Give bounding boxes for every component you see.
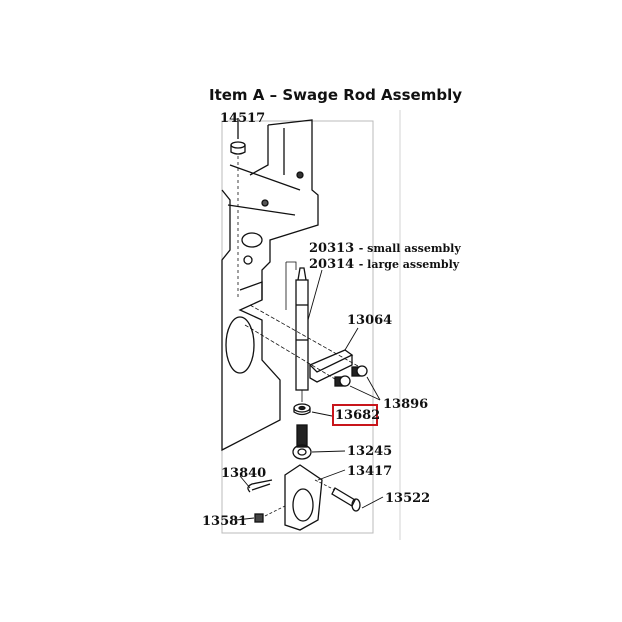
part-label-13417: 13417 — [347, 464, 393, 479]
part-13064-plate — [308, 327, 359, 383]
part-number: 20313 — [309, 241, 355, 256]
part-desc: - large assembly — [358, 258, 460, 271]
part-label-13896: 13896 — [383, 397, 429, 412]
part-label-13245: 13245 — [347, 444, 393, 459]
part-desc: - small assembly — [358, 242, 461, 255]
part-13581-nut — [235, 505, 286, 523]
part-label-20314: 20314 - large assembly — [309, 258, 459, 271]
part-13417-bracket — [284, 464, 346, 531]
part-label-13840: 13840 — [221, 466, 267, 481]
part-13840-clip — [239, 475, 273, 493]
highlight-box — [332, 404, 378, 426]
part-label-14517: 14517 — [220, 111, 266, 126]
part-label-13682: 13682 — [335, 408, 381, 423]
part-label-13522: 13522 — [385, 491, 431, 506]
part-14517-ring — [230, 118, 246, 300]
part-label-13064: 13064 — [347, 313, 393, 328]
part-13245-eye — [292, 444, 346, 460]
part-13682-washer — [293, 403, 333, 417]
part-label-13581: 13581 — [202, 514, 248, 529]
diagram-title: Item A – Swage Rod Assembly — [209, 86, 462, 104]
part-13896-screws — [334, 365, 381, 401]
part-number: 20314 — [309, 257, 355, 272]
part-label-20313: 20313 - small assembly — [309, 242, 461, 255]
part-13522-pin — [314, 479, 384, 512]
part-20313-swage-rod — [285, 261, 323, 402]
housing-body — [221, 119, 319, 452]
threaded-stud — [296, 424, 308, 448]
